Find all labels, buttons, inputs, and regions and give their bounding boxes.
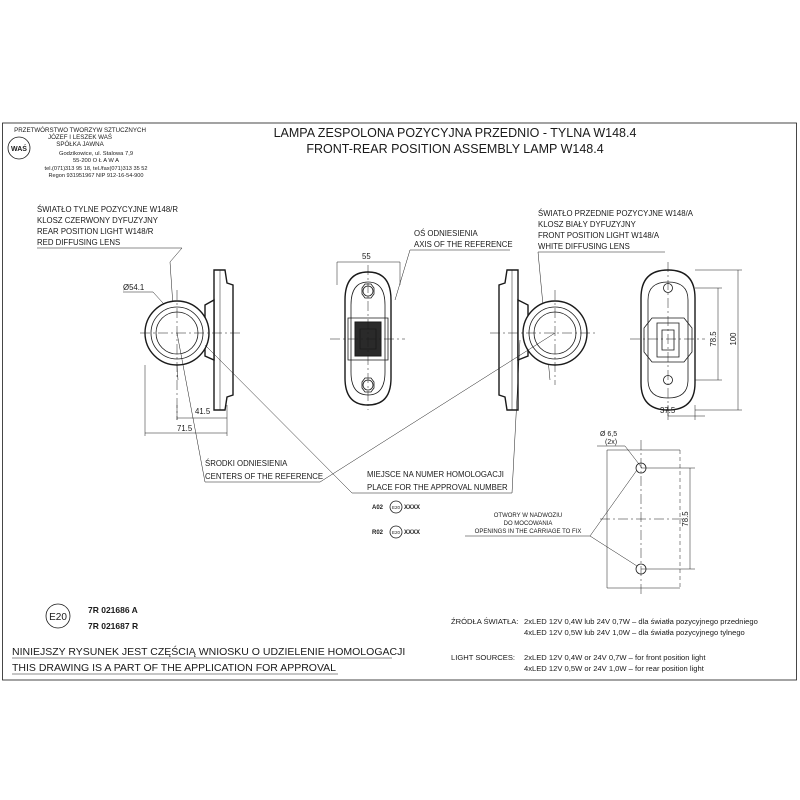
approval-label: MIEJSCE NA NUMER HOMOLOGACJI PLACE FOR T… bbox=[204, 339, 521, 494]
company-address-1: Godzikowice, ul. Stalowa 7,9 bbox=[59, 151, 133, 157]
rear-label-en2: RED DIFFUSING LENS bbox=[37, 238, 120, 247]
approval-marks: A02 E20 XXXX R02 E20 XXXX bbox=[372, 500, 420, 539]
front-label-pl1: ŚWIATŁO PRZEDNIE POZYCYJNE W148/A bbox=[538, 209, 694, 218]
company-block: WAŚ PRZETWÓRSTWO TWORZYW SZTUCZNYCH JÓZE… bbox=[7, 127, 148, 179]
homologation-block: E20 7R 021686 A 7R 021687 R bbox=[45, 603, 138, 631]
sources-pl-line1: 2xLED 12V 0,4W lub 24V 0,7W – dla światł… bbox=[524, 617, 758, 626]
e20-mark bbox=[45, 603, 71, 629]
dim-100: 100 bbox=[729, 332, 738, 346]
dim-2x: (2x) bbox=[605, 439, 617, 446]
dim-41: 41.5 bbox=[195, 407, 211, 416]
dim-785b: 78.5 bbox=[681, 511, 690, 527]
holes-label-pl1: OTWORY W NADWOZIU bbox=[494, 513, 562, 519]
sources-en-line2: 4xLED 12V 0,5W or 24V 1,0W – for rear po… bbox=[524, 664, 705, 673]
centers-label-en: CENTERS OF THE REFERENCE bbox=[205, 472, 323, 481]
company-name-1: PRZETWÓRSTWO TWORZYW SZTUCZNYCH bbox=[14, 127, 146, 134]
rear-label-pl2: KLOSZ CZERWONY DYFUZYJNY bbox=[37, 216, 159, 225]
rear-label-pl1: ŚWIATŁO TYLNE POZYCYJNE W148/R bbox=[37, 205, 178, 214]
title-pl: LAMPA ZESPOLONA POZYCYJNA PRZEDNIO - TYL… bbox=[274, 126, 637, 140]
company-address-2: 55-200 O Ł A W A bbox=[73, 158, 119, 164]
footer-statement: NINIEJSZY RYSUNEK JEST CZĘŚCIĄ WNIOSKU O… bbox=[12, 645, 405, 675]
dim-71: 71.5 bbox=[177, 424, 193, 433]
light-sources-block: ŹRÓDŁA ŚWIATŁA: 2xLED 12V 0,4W lub 24V 0… bbox=[451, 617, 758, 673]
front-label-pl2: KLOSZ BIAŁY DYFUZYJNY bbox=[538, 220, 637, 229]
mark-r02: R02 bbox=[372, 530, 384, 536]
company-name-3: SPÓŁKA JAWNA bbox=[56, 141, 104, 148]
mark-e-r: E20 bbox=[392, 530, 401, 535]
sources-en-line1: 2xLED 12V 0,4W or 24V 0,7W – for front p… bbox=[524, 653, 706, 662]
drawing-frame bbox=[2, 122, 797, 681]
company-name-2: JÓZEF I LESZEK WAŚ bbox=[48, 133, 112, 141]
approval-number-1: 7R 021686 A bbox=[88, 605, 138, 615]
axis-label-pl: OŚ ODNIESIENIA bbox=[414, 229, 478, 238]
sources-pl-title: ŹRÓDŁA ŚWIATŁA: bbox=[451, 617, 518, 626]
approval-label-en: PLACE FOR THE APPROVAL NUMBER bbox=[367, 483, 508, 492]
company-phone: tel.(071)313 95 18, tel./fax(071)313 35 … bbox=[45, 166, 148, 172]
dim-55: 55 bbox=[362, 252, 371, 261]
front-label-en1: FRONT POSITION LIGHT W148/A bbox=[538, 231, 660, 240]
mark-xxxx-a: XXXX bbox=[404, 505, 420, 511]
dim-785a: 78.5 bbox=[709, 331, 718, 347]
dim-375: 37.5 bbox=[660, 406, 676, 415]
mounting-holes-view: Ø 6,5 (2x) 78.5 OTWORY W NADWOZIU DO MOC… bbox=[465, 431, 695, 595]
front-lamp-side-view bbox=[490, 269, 595, 411]
approval-number-2: 7R 021687 R bbox=[88, 621, 138, 631]
centers-label-pl: ŚRODKI ODNIESIENIA bbox=[205, 459, 288, 468]
footer-en: THIS DRAWING IS A PART OF THE APPLICATIO… bbox=[12, 662, 336, 674]
holes-label-pl2: DO MOCOWANIA bbox=[504, 521, 553, 527]
axis-reference-label: OŚ ODNIESIENIA AXIS OF THE REFERENCE bbox=[394, 229, 513, 301]
company-logo bbox=[7, 136, 31, 160]
logo-text: WAŚ bbox=[11, 144, 27, 153]
base-back-view: 78.5 100 37.5 bbox=[630, 262, 742, 420]
base-front-view: 55 bbox=[330, 252, 405, 410]
rear-mount-base bbox=[213, 269, 234, 411]
mark-e-a: E20 bbox=[392, 505, 401, 510]
footer-pl: NINIEJSZY RYSUNEK JEST CZĘŚCIĄ WNIOSKU O… bbox=[12, 645, 405, 658]
dim-d54: Ø54.1 bbox=[123, 283, 144, 292]
front-label-en2: WHITE DIFFUSING LENS bbox=[538, 242, 630, 251]
sources-en-title: LIGHT SOURCES: bbox=[451, 653, 515, 662]
centers-label: ŚRODKI ODNIESIENIA CENTERS OF THE REFERE… bbox=[176, 332, 556, 483]
approval-label-pl: MIEJSCE NA NUMER HOMOLOGACJI bbox=[367, 470, 504, 479]
sources-pl-line2: 4xLED 12V 0,5W lub 24V 1,0W – dla światł… bbox=[524, 628, 745, 637]
title-en: FRONT-REAR POSITION ASSEMBLY LAMP W148.4 bbox=[306, 142, 603, 156]
rear-lamp-side-view: Ø54.1 41.5 71.5 bbox=[123, 269, 240, 436]
dim-d65: Ø 6,5 bbox=[600, 431, 617, 438]
mark-a02: A02 bbox=[372, 505, 384, 511]
company-regon: Regon 931951967 NIP 912-16-54-900 bbox=[48, 173, 143, 179]
axis-label-en: AXIS OF THE REFERENCE bbox=[414, 240, 513, 249]
holes-label-en: OPENINGS IN THE CARRIAGE TO FIX bbox=[475, 529, 582, 535]
rear-label-en1: REAR POSITION LIGHT W148/R bbox=[37, 227, 154, 236]
e20-text: E20 bbox=[49, 612, 67, 623]
mark-xxxx-r: XXXX bbox=[404, 530, 420, 536]
